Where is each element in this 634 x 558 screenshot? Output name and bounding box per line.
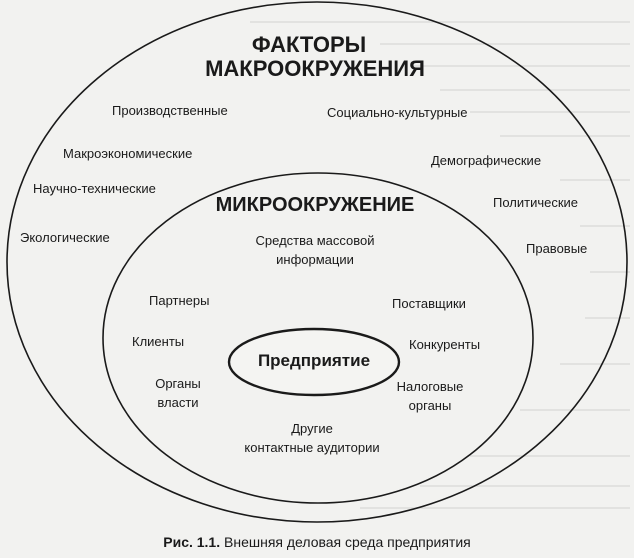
micro-title: МИКРООКРУЖЕНИЕ (215, 194, 415, 216)
factor-competitors: Конкуренты (409, 337, 481, 352)
factor-tax-line2: органы (408, 398, 452, 413)
factor-authorities-line1: Органы (155, 376, 201, 391)
factor-other-line2: контактные аудитории (244, 440, 380, 455)
factor-macroeconomic: Макроэкономические (63, 146, 193, 161)
micro-environment-ring (102, 172, 534, 504)
factor-authorities-line2: власти (157, 395, 199, 410)
enterprise-ring (227, 327, 401, 397)
macro-environment-ring (6, 1, 628, 523)
caption-number: Рис. 1.1. (163, 534, 221, 550)
factor-media-line2: информации (276, 252, 354, 267)
factor-sociocultural: Социально-культурные (327, 105, 468, 120)
background-texture (250, 21, 630, 509)
factor-legal: Правовые (526, 241, 588, 256)
macro-title-line2: МАКРООКРУЖЕНИЯ (205, 56, 425, 81)
factor-production: Производственные (112, 103, 228, 118)
factor-other-line1: Другие (291, 421, 333, 436)
factor-clients: Клиенты (132, 334, 185, 349)
factor-media-line1: Средства массовой (255, 233, 375, 248)
factor-partners: Партнеры (149, 293, 210, 308)
figure-caption: Рис. 1.1. Внешняя деловая среда предприя… (0, 534, 634, 550)
enterprise-title: Предприятие (257, 351, 371, 370)
factor-scientific: Научно-технические (33, 181, 156, 196)
factor-suppliers: Поставщики (392, 296, 466, 311)
factor-demographic: Демографические (431, 153, 542, 168)
factor-tax-line1: Налоговые (396, 379, 464, 394)
macro-title-line1: ФАКТОРЫ (251, 32, 367, 57)
caption-text: Внешняя деловая среда предприятия (224, 534, 471, 550)
factor-ecological: Экологические (20, 230, 110, 245)
factor-political: Политические (493, 195, 579, 210)
